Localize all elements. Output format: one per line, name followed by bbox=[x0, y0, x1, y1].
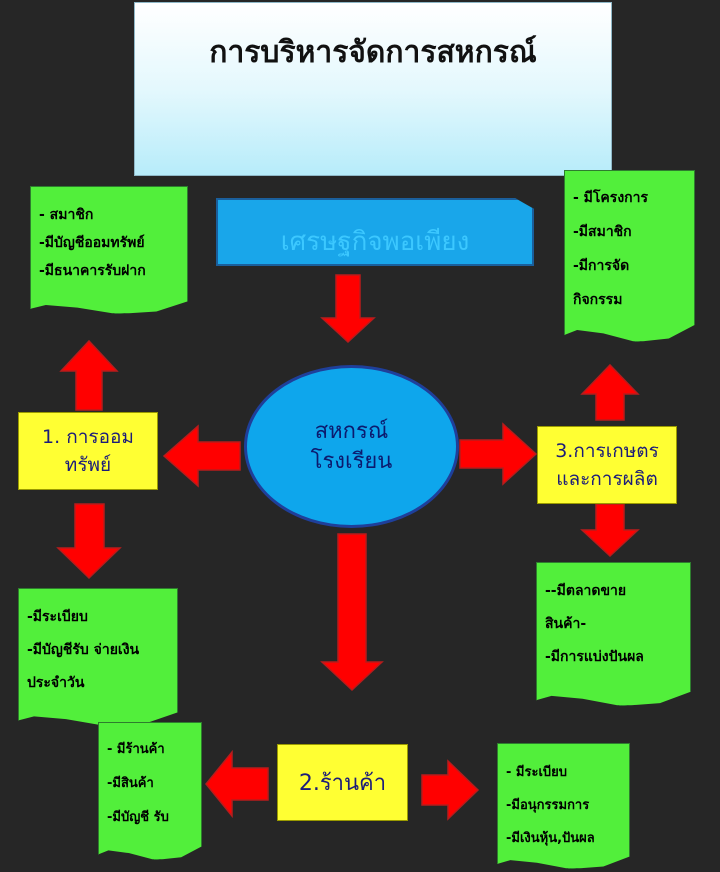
arrow-right-store-note bbox=[421, 759, 480, 821]
node-savings: 1. การออม ทรัพย์ bbox=[18, 412, 158, 490]
note-line: -มีสินค้า bbox=[107, 776, 154, 791]
node-savings-line-2: ทรัพย์ bbox=[64, 454, 112, 476]
center-school-cooperative: สหกรณ์ โรงเรียน bbox=[244, 365, 459, 528]
arrow-up-agriculture-note bbox=[580, 363, 640, 421]
note-mid-left: -มีระเบียบ -มีบัญชีรับ จ่ายเงิน ประจำวัน bbox=[18, 588, 178, 726]
note-line: --มีตลาดขาย bbox=[545, 583, 627, 599]
note-bottom-right: - มีระเบียบ -มีอนุกรรมการ -มีเงินหุ้น,ปั… bbox=[497, 743, 630, 869]
arrow-left-store-note bbox=[205, 749, 269, 819]
diagram-title: การบริหารจัดการสหกรณ์ bbox=[134, 2, 612, 176]
node-store-label: 2.ร้านค้า bbox=[298, 771, 387, 796]
note-bottom-left: - มีร้านค้า -มีสินค้า -มีบัญชี รับ bbox=[98, 722, 202, 860]
node-agriculture-line-1: 3.การเกษตร bbox=[555, 440, 659, 462]
note-line: - สมาชิก bbox=[39, 207, 94, 223]
note-line: -มีอนุกรรมการ bbox=[506, 798, 590, 813]
note-mid-right: --มีตลาดขาย สินค้า- -มีการแบ่งปันผล bbox=[536, 562, 691, 706]
center-line-1: สหกรณ์ bbox=[314, 418, 389, 444]
center-line-2: โรงเรียน bbox=[310, 448, 393, 474]
note-line: -มีสมาชิก bbox=[573, 224, 632, 240]
note-line: -มีการจัด bbox=[573, 258, 630, 274]
note-top-right: - มีโครงการ -มีสมาชิก -มีการจัด กิจกรรม bbox=[564, 170, 695, 342]
arrow-up-savings-note bbox=[59, 339, 119, 411]
note-line: กิจกรรม bbox=[573, 292, 623, 308]
node-agriculture-line-2: และการผลิต bbox=[556, 468, 658, 490]
note-line: -มีธนาคารรับฝาก bbox=[39, 263, 146, 279]
arrow-down-savings-note bbox=[56, 503, 122, 580]
note-line: สินค้า- bbox=[545, 616, 587, 632]
note-line: -มีบัญชีรับ จ่ายเงิน bbox=[27, 642, 140, 658]
node-agriculture: 3.การเกษตร และการผลิต bbox=[537, 426, 677, 504]
node-store: 2.ร้านค้า bbox=[277, 744, 408, 821]
node-savings-line-1: 1. การออม bbox=[42, 426, 134, 448]
arrow-down-banner bbox=[320, 274, 376, 344]
arrow-down-agriculture-note bbox=[580, 503, 640, 558]
note-line: -มีบัญชี รับ bbox=[107, 810, 169, 825]
arrow-right-agriculture bbox=[459, 422, 538, 486]
note-line: -มีระเบียบ bbox=[27, 609, 88, 625]
note-line: ประจำวัน bbox=[27, 675, 85, 691]
note-line: -มีบัญชีออมทรัพย์ bbox=[39, 235, 145, 251]
arrow-down-store bbox=[320, 533, 384, 692]
arrow-left-savings bbox=[162, 424, 241, 488]
note-line: -มีการแบ่งปันผล bbox=[545, 649, 644, 665]
note-line: - มีโครงการ bbox=[573, 190, 649, 206]
philosophy-banner: เศรษฐกิจพอเพียง bbox=[216, 198, 534, 266]
note-line: - มีระเบียบ bbox=[506, 765, 568, 780]
note-top-left: - สมาชิก -มีบัญชีออมทรัพย์ -มีธนาคารรับฝ… bbox=[30, 186, 188, 314]
note-line: - มีร้านค้า bbox=[107, 742, 165, 757]
note-line: -มีเงินหุ้น,ปันผล bbox=[506, 831, 595, 846]
